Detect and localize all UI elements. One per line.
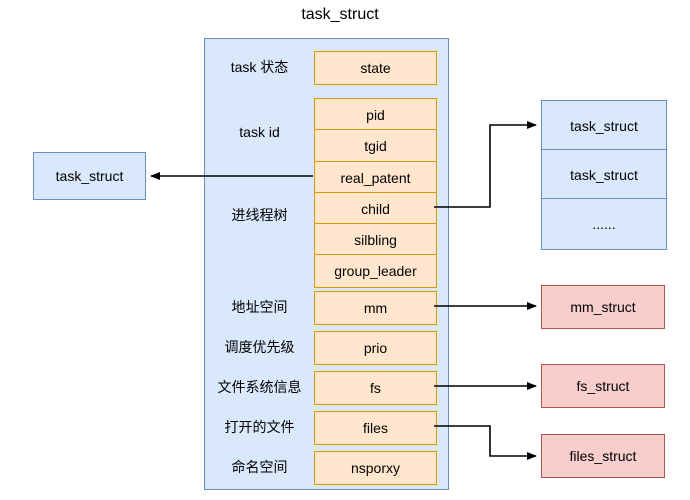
connector-child [434, 121, 537, 208]
field-state[interactable]: state [314, 51, 437, 85]
group-label-tree: 进线程树 [231, 207, 288, 223]
mm-struct-label: mm_struct [570, 299, 636, 315]
field-child[interactable]: child [314, 192, 437, 226]
fs-struct-box: fs_struct [541, 364, 665, 408]
field-nsporxy-label: nsporxy [350, 460, 401, 476]
field-tgid[interactable]: tgid [314, 129, 437, 163]
left-task-struct-box: task_struct [33, 152, 146, 200]
field-mm[interactable]: mm [314, 291, 437, 325]
field-prio[interactable]: prio [314, 331, 437, 365]
stack-item-1: task_struct [541, 100, 667, 152]
mm-struct-box: mm_struct [541, 285, 665, 329]
group-label-prio: 调度优先级 [224, 338, 295, 355]
group-label-namespace: 命名空间 [231, 458, 288, 475]
field-fs[interactable]: fs [314, 371, 437, 405]
field-nsporxy[interactable]: nsporxy [314, 451, 437, 485]
fs-struct-label: fs_struct [576, 378, 630, 394]
files-struct-label: files_struct [569, 448, 637, 464]
field-tgid-label: tgid [364, 138, 387, 154]
left-task-struct-label: task_struct [55, 168, 124, 184]
children-task-struct-stack: task_struct task_struct ...... [541, 100, 667, 250]
page-title: task_struct [301, 6, 379, 23]
field-pid[interactable]: pid [314, 98, 437, 132]
stack-item-1-label: task_struct [570, 118, 638, 134]
stack-item-3-label: ...... [592, 216, 616, 232]
field-fs-label: fs [370, 380, 381, 396]
group-label-open-files: 打开的文件 [224, 418, 295, 435]
field-prio-label: prio [363, 340, 388, 356]
field-state-label: state [360, 60, 391, 76]
stack-item-3: ...... [541, 198, 667, 250]
field-group-leader[interactable]: group_leader [314, 254, 437, 288]
field-silbling[interactable]: silbling [314, 223, 437, 257]
field-real-patent-label: real_patent [340, 170, 411, 186]
field-pid-label: pid [366, 107, 385, 123]
field-silbling-label: silbling [354, 232, 397, 248]
field-files[interactable]: files [314, 411, 437, 445]
group-label-address: 地址空间 [231, 298, 288, 315]
field-files-label: files [363, 420, 388, 436]
files-struct-box: files_struct [541, 434, 665, 478]
stack-item-2-label: task_struct [570, 167, 638, 183]
group-label-fs-info: 文件系统信息 [217, 378, 302, 395]
connector-files [434, 425, 537, 460]
group-label-task-id: task id [239, 123, 280, 140]
group-label-state: task 状态 [230, 59, 289, 75]
field-mm-label: mm [363, 300, 388, 316]
field-real-patent[interactable]: real_patent [314, 161, 437, 195]
field-group-leader-label: group_leader [334, 263, 417, 279]
field-child-label: child [361, 201, 390, 217]
task-struct-container: task 状态 task id 进线程树 地址空间 调度优先级 文件系统信息 打… [204, 38, 449, 490]
stack-item-2: task_struct [541, 149, 667, 201]
